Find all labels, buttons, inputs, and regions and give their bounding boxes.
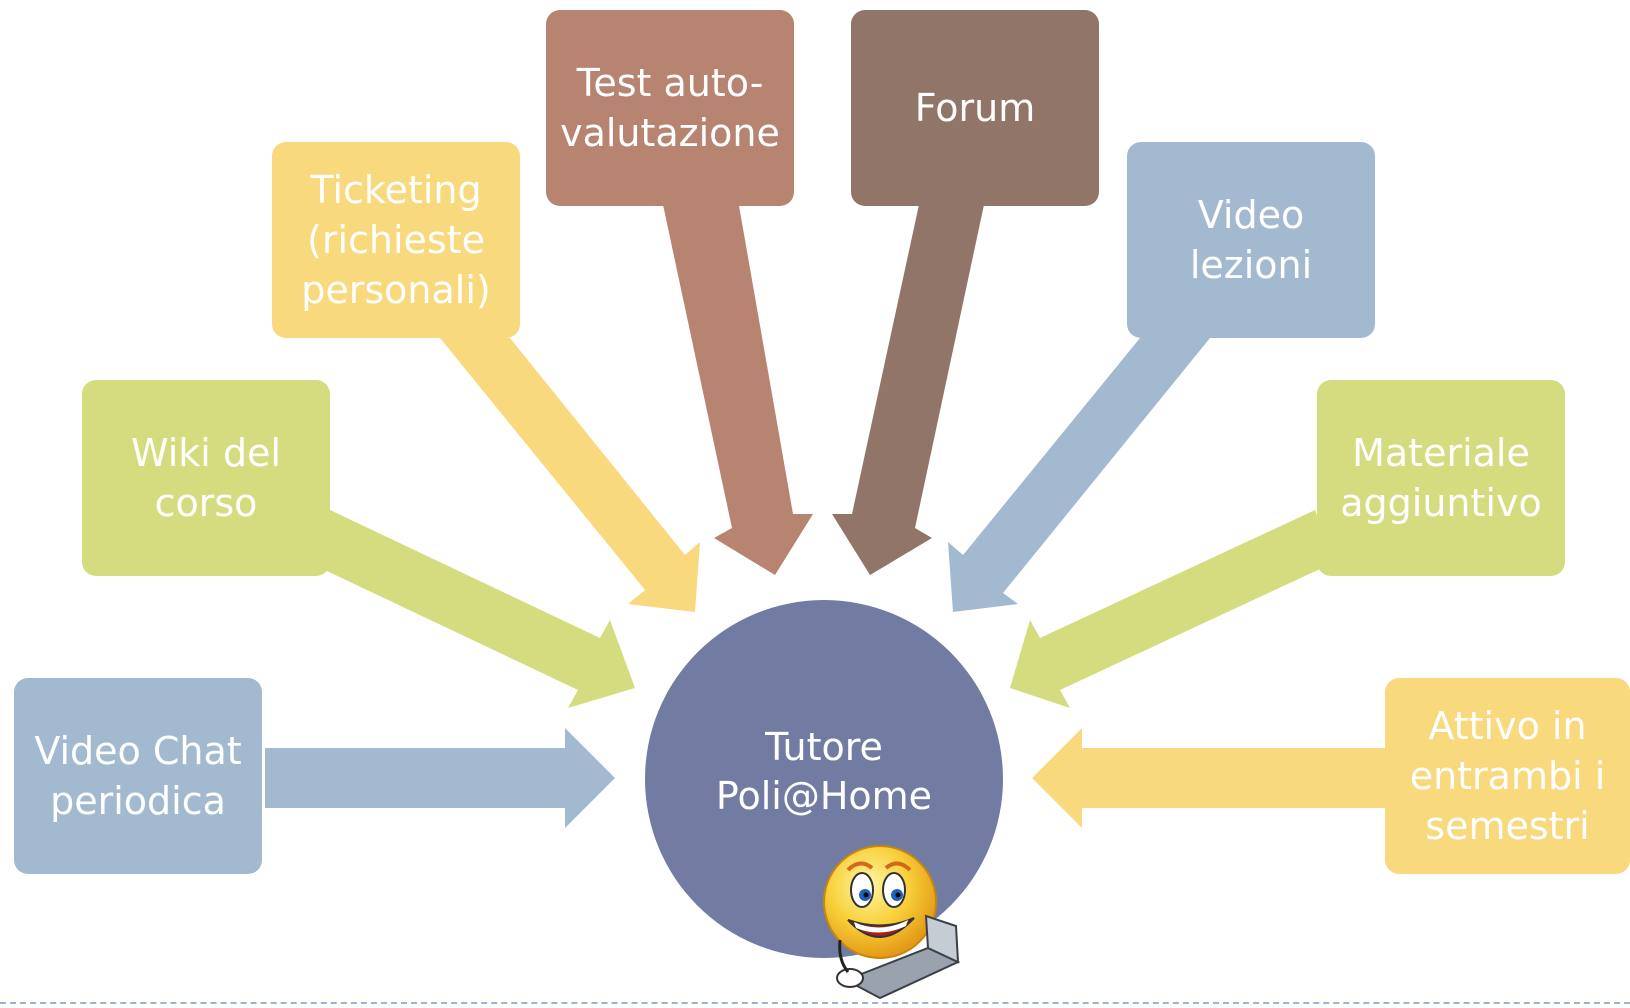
node-line: entrambi i: [1409, 753, 1606, 798]
node-line: Materiale: [1352, 430, 1530, 475]
node-materiale: Materiale aggiuntivo: [1317, 380, 1565, 576]
laptop-smiley-icon: [823, 845, 961, 1000]
node-video-lezioni: Video lezioni: [1127, 142, 1375, 338]
arrow-wiki: [308, 510, 635, 708]
node-forum: Forum: [851, 10, 1099, 206]
node-line: Forum: [914, 85, 1036, 130]
hub-line: Poli@Home: [715, 774, 933, 818]
arrow-ticketing: [440, 338, 700, 612]
node-attivo: Attivo in entrambi i semestri: [1385, 678, 1630, 874]
node-line: Ticketing: [310, 167, 482, 212]
node-line: (richieste: [307, 217, 485, 262]
node-line: Video Chat: [34, 728, 242, 773]
node-wiki: Wiki del corso: [82, 380, 330, 576]
hub-line: Tutore: [765, 724, 883, 769]
footer-dashed-divider: [0, 1002, 1630, 1004]
node-line: personali): [301, 268, 491, 313]
node-line: valutazione: [560, 111, 780, 155]
node-line: Wiki del: [131, 430, 281, 475]
node-line: lezioni: [1189, 243, 1313, 287]
node-line: corso: [154, 481, 258, 525]
arrow-test: [662, 200, 813, 575]
node-ticketing: Ticketing (richieste personali): [272, 142, 520, 338]
arrow-video-lezioni: [948, 338, 1210, 612]
arrow-video-chat: [265, 728, 615, 828]
node-line: semestri: [1425, 804, 1590, 849]
node-video-chat: Video Chat periodica: [14, 678, 262, 874]
arrow-materiale: [1010, 510, 1335, 708]
arrow-attivo: [1032, 728, 1385, 828]
node-test: Test auto- valutazione: [546, 10, 794, 206]
node-line: Video: [1197, 192, 1305, 237]
node-line: aggiuntivo: [1340, 481, 1542, 525]
node-line: periodica: [50, 779, 226, 823]
node-line: Test auto-: [576, 60, 764, 105]
node-line: Attivo in: [1428, 703, 1587, 748]
arrow-forum: [832, 200, 985, 575]
